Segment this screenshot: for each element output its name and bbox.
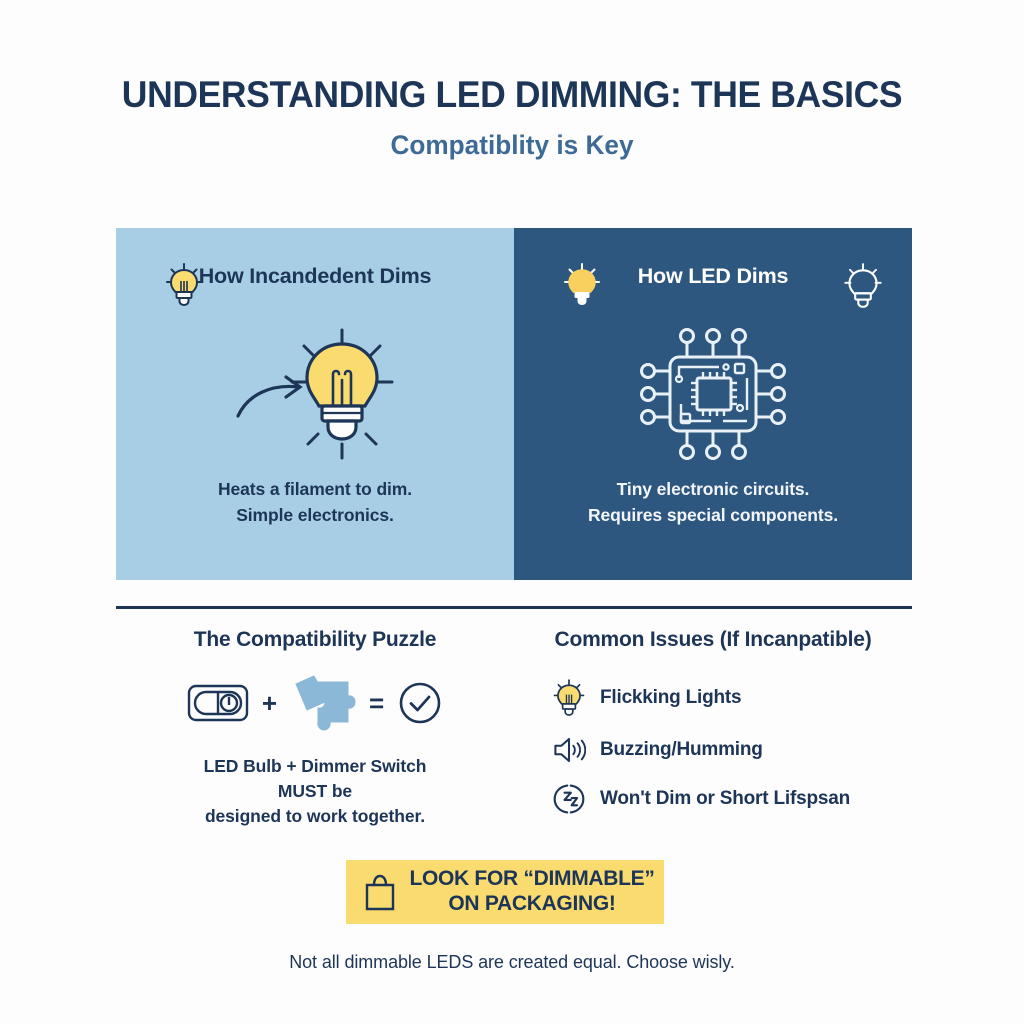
panel-led-caption-line1: Tiny electronic circuits. [616,479,810,500]
lightbulb-outline-icon [842,262,884,310]
cta-text: LOOK FOR “DIMMABLE” ON PACKAGING! [409,867,654,917]
section-divider [116,606,912,609]
panel-led: How LED Dims [514,228,912,580]
lightbulb-filled-icon [562,262,602,308]
puzzle-pieces-icon [290,672,356,734]
microchip-circuit-icon [514,324,912,464]
cta-line-1: LOOK FOR “DIMMABLE” [409,867,655,891]
panel-incandescent-header: How Incandedent Dims [116,264,514,289]
panel-led-caption-line2: Requires special components. [587,504,839,525]
compatibility-title: The Compatibility Puzzle [193,628,437,651]
compatibility-caption-line3: designed to work together. [204,805,426,826]
speaker-sound-icon [552,734,586,766]
compatibility-column: The Compatibility Puzzle + [116,622,514,842]
panel-incandescent-caption-line2: Simple electronics. [236,504,394,525]
check-circle-icon [397,680,443,726]
panel-led-title: How LED Dims [637,264,789,288]
panel-led-caption: Tiny electronic circuits. Requires speci… [514,477,912,528]
panel-incandescent-caption: Heats a filament to dim. Simple electron… [116,477,514,528]
dimmer-switch-icon [187,683,249,723]
cta-line-2: ON PACKAGING! [448,892,616,915]
header: UNDERSTANDING LED DIMMING: THE BASICS Co… [0,74,1024,160]
panel-incandescent-caption-line1: Heats a filament to dim. [217,479,413,500]
panel-led-header: How LED Dims [514,264,912,289]
page-subtitle: Compatiblity is Key [390,129,634,160]
compatibility-caption-line2: MUST be [277,780,353,801]
issue-label: Won't Dim or Short Lifspsan [600,788,850,809]
equals-sign: = [369,687,385,718]
issues-column: Common Issues (If Incanpatible) [514,622,912,842]
compatibility-caption-line1: LED Bulb + Dimmer Switch [203,756,427,776]
panel-incandescent: How Incandedent Dims [116,228,514,580]
compatibility-caption: LED Bulb + Dimmer Switch MUST be designe… [116,754,514,829]
footer-note: Not all dimmable LEDS are created equal.… [289,952,735,972]
issue-label: Buzzing/Humming [600,739,763,760]
issues-list: Flickking Lights Buzzing/Hu [552,678,912,816]
shopping-bag-icon [361,871,399,913]
issue-label: Flickking Lights [600,687,742,708]
lightbulb-icon [552,678,586,718]
lightbulb-with-arrow-icon [116,324,514,464]
issues-title: Common Issues (If Incanpatible) [554,628,872,651]
compatibility-equation: + = [116,672,514,734]
page-title: UNDERSTANDING LED DIMMING: THE BASICS [121,74,903,115]
broken-lifespan-icon [552,782,586,816]
mid-section: The Compatibility Puzzle + [116,622,912,842]
plus-sign: + [261,687,277,718]
panel-incandescent-title: How Incandedent Dims [198,264,432,288]
list-item: Won't Dim or Short Lifspsan [552,782,912,816]
lightbulb-icon [164,262,204,308]
comparison-panels: How Incandedent Dims [116,228,912,580]
list-item: Buzzing/Humming [552,734,912,766]
list-item: Flickking Lights [552,678,912,718]
cta-banner[interactable]: LOOK FOR “DIMMABLE” ON PACKAGING! [346,860,664,924]
